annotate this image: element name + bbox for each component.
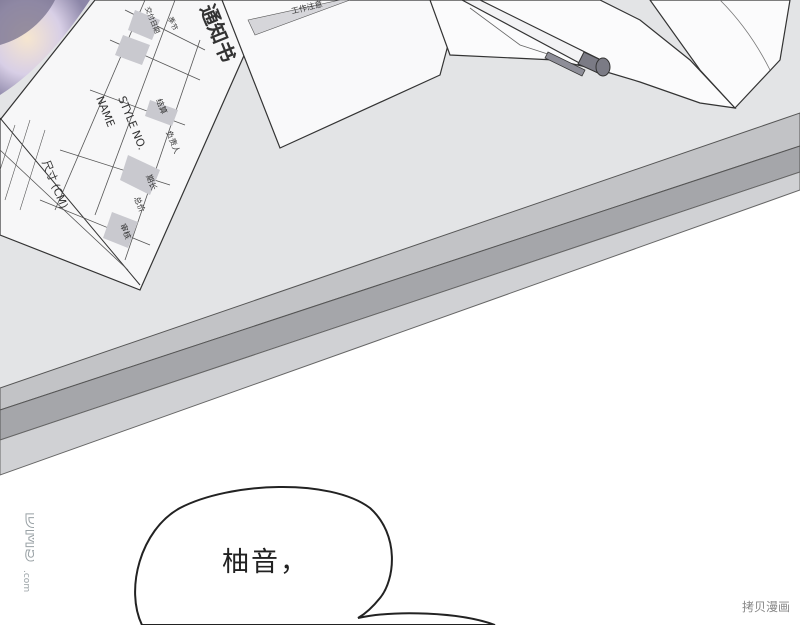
svg-text:DM5: DM5 [21, 512, 34, 562]
speech-bubble-text: 柚音， [222, 547, 309, 578]
desk-edge-top [0, 112, 800, 411]
shadow-fold [0, 0, 55, 45]
watermark-text: 拷贝漫画 [741, 600, 790, 614]
paper-sheet: 工作注意 [221, 0, 461, 149]
desk-underside [0, 171, 800, 476]
dm5-watermark-logo: DM5 .com [21, 512, 35, 593]
pen [461, 0, 611, 77]
desk-edge-front [0, 145, 800, 441]
speech-bubble [134, 485, 496, 625]
form-sheet: 通知书 STYLE NO. NAME 尺寸 (CM) 负责人 结算 审核 期长 … [0, 0, 251, 291]
svg-text:.com: .com [21, 570, 31, 592]
